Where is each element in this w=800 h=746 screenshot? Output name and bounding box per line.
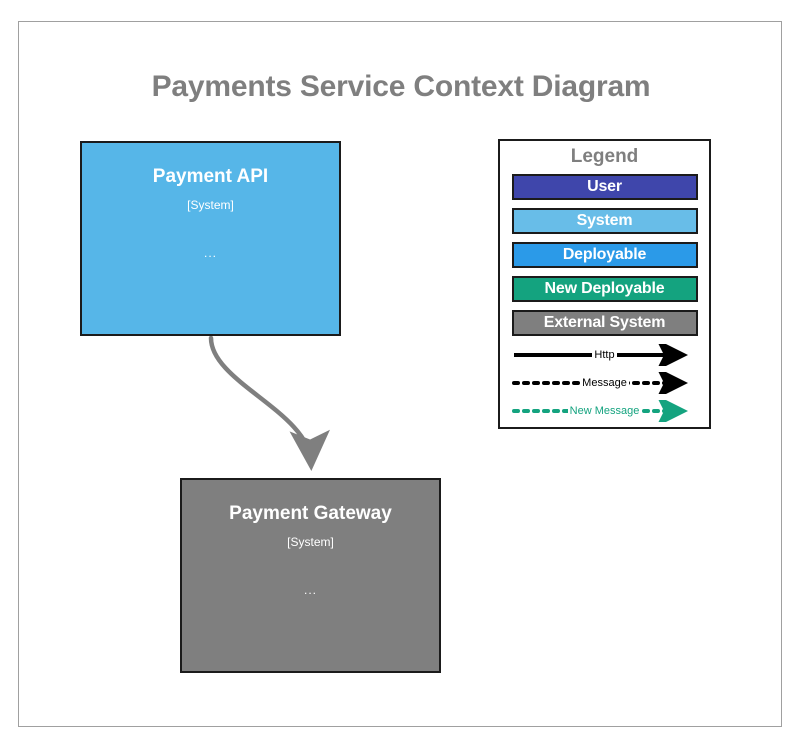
legend-arrow-new-message: New Message xyxy=(511,400,698,422)
node-payment-gateway-technology: [System] xyxy=(287,534,334,549)
node-payment-api-technology: [System] xyxy=(187,197,234,212)
node-payment-api-description: ... xyxy=(203,245,217,260)
legend-swatch-deployable: Deployable xyxy=(511,242,698,268)
legend-panel: Legend User System Deployable New Deploy… xyxy=(498,139,711,429)
legend-swatch-new-deployable: New Deployable xyxy=(511,276,698,302)
diagram-frame: Payments Service Context Diagram Payment… xyxy=(18,21,782,727)
node-payment-api[interactable]: Payment API [System] ... xyxy=(80,141,341,336)
node-payment-gateway[interactable]: Payment Gateway [System] ... xyxy=(180,478,441,673)
legend-swatch-user: User xyxy=(511,174,698,200)
legend-swatch-external-system: External System xyxy=(511,310,698,336)
legend-arrow-message: Message xyxy=(511,372,698,394)
legend-swatch-system: System xyxy=(511,208,698,234)
node-payment-gateway-description: ... xyxy=(303,582,317,597)
page-title: Payments Service Context Diagram xyxy=(151,70,651,103)
node-payment-gateway-title: Payment Gateway xyxy=(229,503,392,524)
legend-title: Legend xyxy=(570,146,639,167)
node-payment-api-title: Payment API xyxy=(152,166,269,187)
edge-payment-api-to-payment-gateway[interactable] xyxy=(208,335,330,471)
legend-arrow-http: Http xyxy=(512,344,698,366)
